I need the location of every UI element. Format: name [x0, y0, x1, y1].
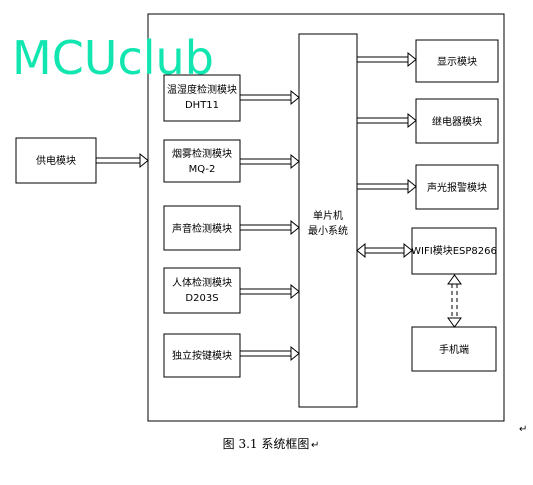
arrow-mcu-wifi-bidirectional — [356, 242, 413, 259]
smoke-module-sensor: MQ-2 — [189, 164, 216, 175]
relay-module-box — [415, 98, 499, 144]
figure-caption: 图 3.1 系统框图 — [223, 437, 310, 451]
smoke-module-box — [163, 139, 241, 183]
display-module-box — [415, 39, 499, 83]
body-module-box — [163, 267, 241, 314]
temp-module-label: 温湿度检测模块 — [167, 83, 237, 96]
mcu-label: 单片机 — [313, 209, 343, 222]
caption-return-mark: ↵ — [311, 440, 319, 451]
body-module-label: 人体检测模块 — [172, 276, 232, 289]
paragraph-return-mark: ↵ — [519, 424, 527, 435]
arrow-temp-to-mcu — [240, 89, 300, 106]
phone-label: 手机端 — [439, 343, 469, 356]
sound-module-box — [163, 205, 241, 251]
arrow-smoke-to-mcu — [240, 153, 300, 170]
relay-module-label: 继电器模块 — [432, 115, 482, 128]
mcu-label-sub: 最小系统 — [308, 224, 348, 237]
body-module-sensor: D203S — [185, 293, 218, 304]
display-module-label: 显示模块 — [437, 56, 477, 68]
arrow-wifi-phone-dashed — [447, 274, 462, 328]
alarm-module-label: 声光报警模块 — [427, 181, 487, 194]
arrow-power-to-system — [96, 152, 149, 169]
arrow-mcu-to-display — [357, 51, 417, 68]
arrow-mcu-to-alarm — [357, 178, 417, 195]
key-module-label: 独立按键模块 — [172, 349, 232, 362]
system-frame — [147, 13, 505, 422]
power-module-box — [15, 137, 97, 184]
arrow-key-to-mcu — [240, 345, 300, 362]
power-module-label: 供电模块 — [36, 154, 76, 167]
arrow-sound-to-mcu — [240, 219, 300, 236]
wifi-module-label: WIFI模块ESP8266 — [411, 245, 497, 257]
sound-module-label: 声音检测模块 — [172, 222, 232, 235]
temp-module-sensor: DHT11 — [185, 100, 219, 111]
smoke-module-label: 烟雾检测模块 — [172, 147, 232, 160]
mcu-box — [298, 33, 358, 408]
phone-box — [411, 326, 497, 372]
arrow-mcu-to-relay — [357, 112, 417, 129]
arrow-body-to-mcu — [240, 283, 300, 300]
temp-module-box — [163, 74, 241, 122]
